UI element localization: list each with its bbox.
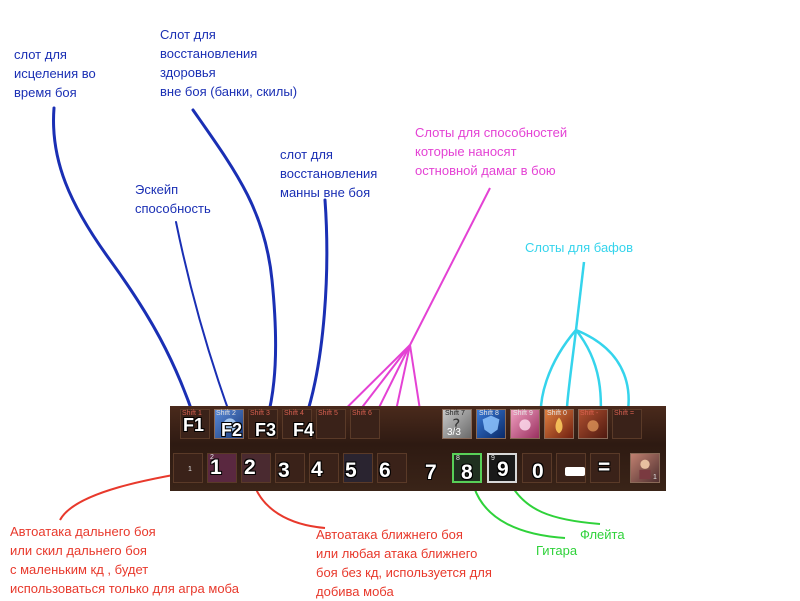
note-restore-mana: слот для восстановления манны вне боя bbox=[280, 147, 378, 200]
slot-extra[interactable]: 1 bbox=[630, 453, 660, 483]
note-restore-health: Слот для восстановления здоровья вне боя… bbox=[160, 27, 298, 99]
flower-icon bbox=[519, 419, 531, 431]
line-escape-to-f2 bbox=[175, 221, 233, 421]
slot-caption: Shift 8 bbox=[479, 410, 499, 417]
slot-equals[interactable] bbox=[590, 453, 620, 483]
slot-caption: Shift 5 bbox=[318, 410, 338, 417]
hotkey-equals: = bbox=[598, 456, 611, 479]
slot-0[interactable] bbox=[522, 453, 552, 483]
note-main-damage: Слоты для способностей которые наносят о… bbox=[415, 125, 568, 178]
hotkey-3: 3 bbox=[278, 459, 290, 482]
shield-icon bbox=[482, 415, 500, 435]
charge-count: 3/3 bbox=[447, 427, 461, 438]
note-flute: Флейта bbox=[580, 527, 625, 542]
slot-8[interactable]: 8 bbox=[452, 453, 482, 483]
escape-skill-icon bbox=[223, 418, 237, 432]
fire-buff-icon bbox=[555, 417, 563, 434]
buff-icon bbox=[587, 420, 599, 432]
hotkey-9: 9 bbox=[497, 458, 509, 481]
slot-caption: Shift 1 bbox=[182, 410, 202, 417]
slot-shift-1[interactable]: Shift 1 bbox=[180, 409, 210, 439]
slot-shift-equals[interactable]: Shift = bbox=[612, 409, 642, 439]
slot-7[interactable] bbox=[377, 453, 407, 483]
note-ranged-attack: Автоатака дальнего боя или скил дальнего… bbox=[10, 524, 239, 596]
note-guitar: Гитара bbox=[536, 543, 578, 558]
slot-shift-4[interactable]: Shift 4 bbox=[282, 409, 312, 439]
note-melee-attack: Автоатака ближнего боя или любая атака б… bbox=[316, 527, 492, 599]
slot-shift-minus[interactable]: Shift - bbox=[578, 409, 608, 439]
slot-shift-5[interactable]: Shift 5 bbox=[316, 409, 346, 439]
note-heal-combat: слот для исцеления во время боя bbox=[14, 47, 96, 100]
slot-4[interactable] bbox=[275, 453, 305, 483]
slot-digit: 2 bbox=[210, 454, 214, 461]
hotkey-0: 0 bbox=[532, 460, 544, 483]
slot-caption: Shift 9 bbox=[513, 410, 533, 417]
slot-caption: Shift 7 bbox=[445, 410, 465, 417]
slot-caption: Shift 4 bbox=[284, 410, 304, 417]
line-buffs-main bbox=[574, 261, 586, 331]
slot-caption: Shift 3 bbox=[250, 410, 270, 417]
slot-shift-3[interactable]: Shift 3 bbox=[248, 409, 278, 439]
question-icon: ? bbox=[452, 416, 460, 434]
slot-shift-0[interactable]: Shift 0 bbox=[544, 409, 574, 439]
note-buffs: Слоты для бафов bbox=[525, 240, 634, 255]
hotkey-f1: F1 bbox=[183, 415, 205, 435]
hotkey-8: 8 bbox=[461, 461, 473, 484]
slot-digit: 1 bbox=[188, 466, 192, 473]
hotkey-minus bbox=[565, 467, 585, 476]
slot-2[interactable]: 2 bbox=[207, 453, 237, 483]
note-escape: Эскейп способность bbox=[135, 182, 211, 216]
line-mana-to-f4 bbox=[303, 198, 329, 422]
slot-shift-2[interactable]: Shift 2 bbox=[214, 409, 244, 439]
slot-digit: 9 bbox=[491, 455, 495, 462]
line-heal-to-f1 bbox=[52, 106, 197, 422]
slot-caption: Shift 2 bbox=[216, 410, 236, 417]
slot-digit: 8 bbox=[456, 455, 460, 462]
action-bar: Shift 1 Shift 2 Shift 3 Shift 4 Shift 5 … bbox=[170, 406, 666, 491]
slot-shift-7[interactable]: Shift 7 ? 3/3 bbox=[442, 409, 472, 439]
hotkey-7: 7 bbox=[425, 461, 437, 484]
hotkey-2: 2 bbox=[244, 456, 256, 479]
slot-5[interactable] bbox=[309, 453, 339, 483]
line-damage-main bbox=[409, 187, 491, 346]
line-health-to-f3 bbox=[191, 108, 278, 422]
hotkey-6: 6 bbox=[379, 459, 391, 482]
slot-digit: 1 bbox=[653, 474, 657, 481]
hotkey-5: 5 bbox=[345, 459, 357, 482]
hotkey-f2: F2 bbox=[221, 420, 243, 440]
slot-6[interactable] bbox=[343, 453, 373, 483]
slot-caption: Shift 6 bbox=[352, 410, 372, 417]
slot-3[interactable] bbox=[241, 453, 271, 483]
slot-caption: Shift 0 bbox=[547, 410, 567, 417]
slot-shift-8[interactable]: Shift 8 bbox=[476, 409, 506, 439]
hotkey-4: 4 bbox=[311, 458, 323, 481]
slot-shift-9[interactable]: Shift 9 bbox=[510, 409, 540, 439]
hotkey-f3: F3 bbox=[255, 420, 277, 440]
slot-9[interactable]: 9 bbox=[487, 453, 517, 483]
slot-caption: Shift = bbox=[614, 410, 635, 417]
svg-text:?: ? bbox=[452, 416, 460, 434]
hotkey-1: 1 bbox=[210, 456, 222, 479]
slot-1[interactable]: 1 bbox=[173, 453, 203, 483]
slot-caption: Shift - bbox=[580, 410, 599, 417]
slot-shift-6[interactable]: Shift 6 bbox=[350, 409, 380, 439]
hotkey-f4: F4 bbox=[293, 420, 315, 440]
character-portrait-icon bbox=[639, 459, 651, 480]
